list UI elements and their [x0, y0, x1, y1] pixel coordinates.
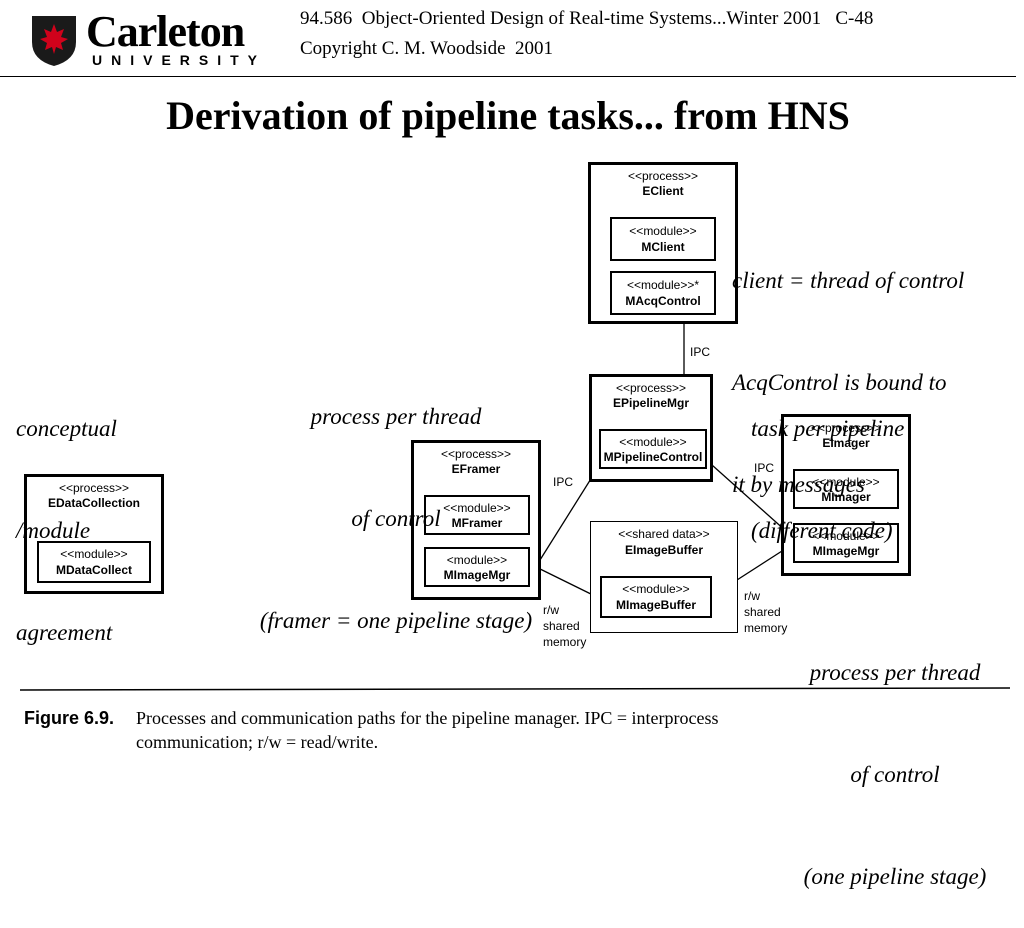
course-line: 94.586 Object-Oriented Design of Real-ti… — [300, 8, 874, 29]
client-note-line-3: it by messages — [732, 472, 865, 497]
eclient-name: EClient — [642, 184, 684, 198]
mpipelinecontrol-module: <<module>> MPipelineControl — [599, 429, 707, 469]
eimagebuffer-shared-data: <<shared data>> EImageBuffer <<module>> … — [590, 521, 738, 633]
client-note: client = thread of control AcqControl is… — [732, 196, 964, 536]
process-top-line-3: (framer = one pipeline stage) — [259, 608, 533, 633]
ipc-label-left: IPC — [553, 475, 574, 489]
mclient-stereotype: <<module>> — [629, 224, 697, 238]
logo-name: Carleton — [86, 7, 245, 56]
eclient-process: <<process>> EClient <<module>> MClient <… — [588, 162, 738, 324]
mpipelinecontrol-stereotype: <<module>> — [619, 435, 687, 449]
task-per-pipeline-line-2: (different code) — [751, 518, 893, 543]
rw-right-line-3: memory — [744, 621, 788, 635]
ipc-label-right: IPC — [754, 461, 775, 475]
rw-left-line-2: shared — [543, 619, 580, 633]
logo-subtitle: UNIVERSITY — [92, 52, 267, 68]
eframer-name: EFramer — [451, 462, 501, 476]
conceptual-note-line-3: agreement — [16, 620, 113, 645]
client-note-line-2: AcqControl is bound to — [732, 370, 947, 395]
mdatacollect-name: MDataCollect — [55, 563, 132, 577]
eimager-process: <<process>> EImager <<module>> MImager <… — [781, 414, 911, 576]
mframer-name: MFramer — [451, 516, 503, 530]
mimager-module: <<module>> MImager — [793, 469, 899, 509]
caption-rule — [19, 687, 1011, 691]
eframer-process: <<process>> EFramer <<module>> MFramer <… — [411, 440, 541, 600]
rw-label-left: r/w shared memory — [543, 602, 586, 650]
eimagebuffer-name: EImageBuffer — [624, 543, 704, 557]
macqcontrol-stereotype: <<module>>* — [626, 278, 700, 292]
mimagebuffer-module: <<module>> MImageBuffer — [600, 576, 712, 618]
ipc-label-top: IPC — [690, 345, 711, 359]
macqcontrol-module: <<module>>* MAcqControl — [610, 271, 716, 315]
rw-label-right: r/w shared memory — [744, 588, 787, 636]
process-top-line-2: of control — [351, 506, 441, 531]
caption-text: Processes and communication paths for th… — [136, 706, 996, 754]
edatacollection-name: EDataCollection — [47, 496, 140, 510]
ipc-link-pipeline-imager — [702, 456, 797, 541]
figure-number: Figure 6.9. — [24, 708, 115, 728]
mclient-name: MClient — [641, 240, 685, 254]
mimagemgr-left-module: <module>> MImageMgr — [424, 547, 530, 587]
eclient-stereotype: <<process>> — [627, 169, 699, 183]
epipelinemgr-process: <<process>> EPipelineMgr <<module>> MPip… — [589, 374, 713, 482]
mimagebuffer-name: MImageBuffer — [615, 598, 696, 612]
caption-line-1: Processes and communication paths for th… — [136, 708, 719, 728]
mclient-module: <<module>> MClient — [610, 217, 716, 261]
mimager-name: MImager — [821, 490, 871, 504]
mdatacollect-module: <<module>> MDataCollect — [37, 541, 151, 583]
rw-left-line-1: r/w — [543, 603, 559, 617]
mimagemgr-right-name: MImageMgr — [812, 544, 880, 558]
mdatacollect-stereotype: <<module>> — [60, 547, 128, 561]
client-note-line-1: client = thread of control — [732, 268, 965, 293]
eframer-stereotype: <<process>> — [440, 447, 512, 461]
rw-link-left — [533, 565, 600, 599]
process-bottom-line-2: of control — [850, 762, 940, 787]
conceptual-note: conceptual /module agreement — [16, 344, 117, 684]
university-logo — [28, 12, 80, 68]
caption-line-2: communication; r/w = read/write. — [136, 732, 379, 752]
rw-right-line-2: shared — [744, 605, 781, 619]
copyright-line: Copyright C. M. Woodside 2001 — [300, 38, 554, 59]
mpipelinecontrol-name: MPipelineControl — [603, 450, 703, 464]
process-bottom-line-3: (one pipeline stage) — [803, 864, 987, 889]
mimagemgr-left-name: MImageMgr — [443, 568, 511, 582]
mimagemgr-right-module: <<module>> MImageMgr — [793, 523, 899, 563]
mimagemgr-right-stereotype: <<module>> — [812, 529, 880, 543]
process-bottom-line-1: process per thread — [809, 660, 981, 685]
process-per-thread-top-note: process per thread of control (framer = … — [222, 332, 570, 672]
crest-icon — [32, 16, 76, 66]
macqcontrol-name: MAcqControl — [625, 294, 701, 308]
process-per-thread-bottom-note: process per thread of control (one pipel… — [780, 588, 1010, 928]
edatacollection-process: <<process>> EDataCollection <<module>> M… — [24, 474, 164, 594]
rw-left-line-3: memory — [543, 635, 587, 649]
mimagemgr-left-stereotype: <module>> — [446, 553, 508, 567]
epipelinemgr-name: EPipelineMgr — [612, 396, 689, 410]
eimagebuffer-stereotype: <<shared data>> — [618, 527, 710, 541]
eimager-stereotype: <<process>> — [810, 421, 882, 435]
epipelinemgr-stereotype: <<process>> — [615, 381, 687, 395]
process-top-line-1: process per thread — [310, 404, 482, 429]
mimager-stereotype: <<module>> — [812, 475, 880, 489]
mimagebuffer-stereotype: <<module>> — [622, 582, 690, 596]
eimager-name: EImager — [822, 436, 870, 450]
figure-caption: Figure 6.9. — [24, 706, 114, 730]
edatacollection-stereotype: <<process>> — [58, 481, 130, 495]
mframer-stereotype: <<module>> — [443, 501, 511, 515]
conceptual-note-line-2: /module — [16, 518, 91, 543]
page-title: Derivation of pipeline tasks... from HNS — [166, 93, 850, 138]
header-divider — [0, 76, 1016, 77]
task-per-pipeline-note: task per pipeline (different code) — [751, 344, 904, 582]
rw-right-line-1: r/w — [744, 589, 760, 603]
conceptual-note-line-1: conceptual — [16, 416, 117, 441]
task-per-pipeline-line-1: task per pipeline — [751, 416, 905, 441]
mframer-module: <<module>> MFramer — [424, 495, 530, 535]
